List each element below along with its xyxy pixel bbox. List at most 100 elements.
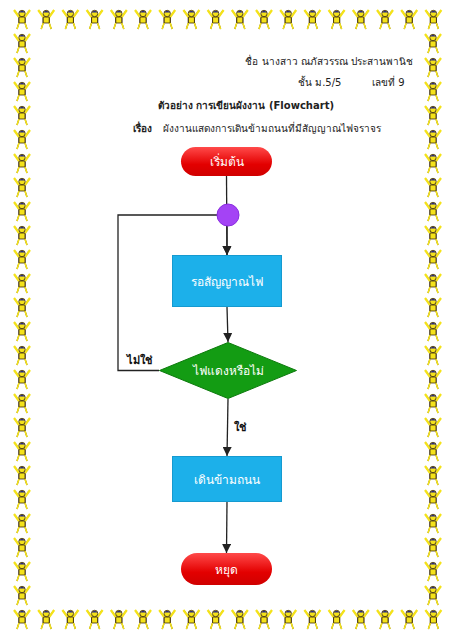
border-figure [232,10,248,29]
author-info: ชั้น ม.5/5 [298,75,341,90]
border-figure [425,418,441,437]
border-figure [377,10,393,29]
border-figure [14,154,30,173]
border-figure [425,106,441,125]
border-figure [14,586,30,605]
author-info: เลขที่ 9 [372,75,405,90]
border-figure [304,610,320,629]
border-figure [14,514,30,533]
border-figure [14,490,30,509]
border-figure [425,466,441,485]
border-figure [425,490,441,509]
border-figure [425,34,441,53]
flow-arrow [226,502,228,553]
border-figure [425,130,441,149]
border-figure [14,10,30,29]
node-label: เดินข้ามถนน [194,470,260,489]
border-figure [14,466,30,485]
flow-arrow [227,399,228,456]
border-figure [329,610,345,629]
border-figure [256,610,272,629]
border-figure [38,610,54,629]
border-figure [425,250,441,269]
border-figure [135,610,151,629]
border-figure [280,10,296,29]
border-figure [232,610,248,629]
border-figure [208,10,224,29]
border-figure [280,610,296,629]
border-figure [14,562,30,581]
connector-circle [217,204,239,226]
border-figure [183,10,199,29]
border-figure [425,202,441,221]
border-figure [425,514,441,533]
node-label: เริ่มต้น [210,152,244,171]
border-figure [14,202,30,221]
border-figure [14,250,30,269]
border-figure [425,178,441,197]
border-figure [135,10,151,29]
border-figure [425,394,441,413]
chart-title: ตัวอย่าง การเขียนผังงาน (Flowchart) [158,98,334,113]
border-figure [87,610,103,629]
border-figure [14,298,30,317]
edge-label: ไม่ใช่ [127,351,152,369]
border-figure [14,106,30,125]
process-box: เดินข้ามถนน [172,456,282,502]
border-figure [111,610,127,629]
border-figure [14,370,30,389]
terminal-stop: หยุด [181,553,272,585]
border-figure [14,82,30,101]
border-figure [353,10,369,29]
border-figure [14,130,30,149]
border-figure [62,610,78,629]
border-figure [14,418,30,437]
border-figure [14,322,30,341]
border-figure [14,538,30,557]
border-figure [425,58,441,77]
border-figure [425,154,441,173]
subject-text: ผังงานแสดงการเดินข้ามถนนที่มีสัญญาณไฟจรา… [163,121,381,136]
border-figure [425,562,441,581]
border-figure [377,610,393,629]
border-figure [14,58,30,77]
flow-arrow [227,307,228,342]
border-figure [425,226,441,245]
border-figure [14,178,30,197]
border-figure [425,370,441,389]
border-figure [62,10,78,29]
border-figure [425,442,441,461]
decision-diamond: ไฟแดงหรือไม่ [159,342,297,399]
border-figure [353,610,369,629]
border-figure [256,10,272,29]
node-label: หยุด [215,560,238,579]
border-figure [425,274,441,293]
border-figure [14,346,30,365]
border-figure [14,442,30,461]
border-figure [425,346,441,365]
border-figure [425,10,441,29]
author-info: ชื่อ นางสาว ณภัสวรรณ ประสานพานิช [245,54,413,69]
border-figure [14,274,30,293]
border-figure [208,610,224,629]
edge-label: ใช่ [234,418,246,436]
process-box: รอสัญญาณไฟ [172,255,282,307]
border-figure [14,394,30,413]
border-figure [14,610,30,629]
node-label: ไฟแดงหรือไม่ [193,361,264,380]
border-figure [38,10,54,29]
border-figure [159,610,175,629]
terminal-start: เริ่มต้น [181,147,272,176]
border-figure [183,610,199,629]
border-figure [425,610,441,629]
border-figure [111,10,127,29]
border-figure [425,322,441,341]
border-figure [425,298,441,317]
border-figure [14,226,30,245]
subject-text: เรื่อง [133,121,152,136]
border-figure [425,538,441,557]
border-figure [401,610,417,629]
border-figure [401,10,417,29]
border-figure [304,10,320,29]
